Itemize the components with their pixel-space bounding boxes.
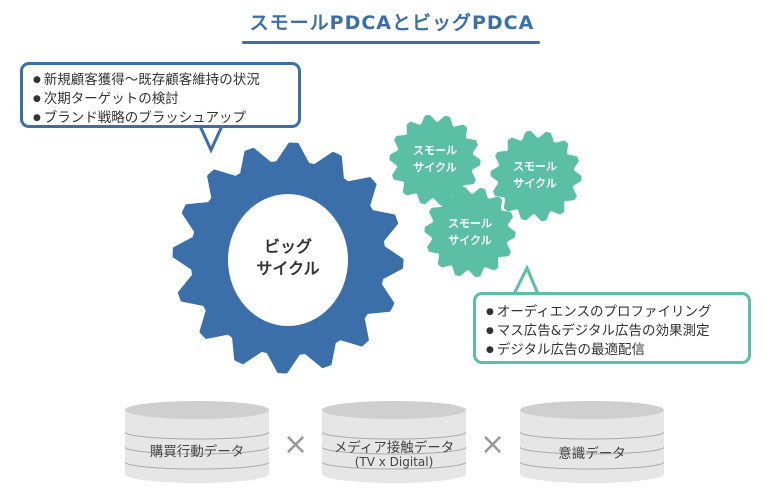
small-gear-label: スモール サイクル xyxy=(430,215,510,249)
big-gear-line1: ビッグ xyxy=(263,237,312,256)
callout-item: ブランド戦略のブラッシュアップ xyxy=(33,109,288,128)
callout-item: デジタル広告の最適配信 xyxy=(486,341,738,360)
small-cycle-callout: オーディエンスのプロファイリング マス広告&デジタル広告の効果測定 デジタル広告… xyxy=(473,292,751,364)
big-gear-hole xyxy=(228,194,348,326)
data-source-label: 意識データ xyxy=(558,446,626,462)
small-gear-icon xyxy=(424,186,516,278)
callout-item: 新規顧客獲得〜既存顧客維持の状況 xyxy=(33,71,288,90)
multiply-icon: × xyxy=(283,427,309,462)
data-source-sublabel: (TV x Digital) xyxy=(354,455,434,469)
database-cylinder: 購買行動データ xyxy=(124,400,270,484)
small-gear-icon xyxy=(389,114,481,206)
multiply-icon: × xyxy=(480,427,506,462)
big-gear-line2: サイクル xyxy=(256,259,320,278)
callout-item: 次期ターゲットの検討 xyxy=(33,90,288,109)
database-cylinder: 意識データ xyxy=(519,400,665,484)
callout-tail xyxy=(511,264,541,296)
small-gear-label: スモール サイクル xyxy=(395,142,475,176)
small-gear-icon xyxy=(490,130,582,222)
callout-item: マス広告&デジタル広告の効果測定 xyxy=(486,322,738,341)
big-cycle-callout: 新規顧客獲得〜既存顧客維持の状況 次期ターゲットの検討 ブランド戦略のブラッシュ… xyxy=(20,62,301,128)
title-underline xyxy=(242,41,540,44)
page-title: スモールPDCAとビッグPDCA xyxy=(249,12,535,34)
callout-item: オーディエンスのプロファイリング xyxy=(486,303,738,322)
small-gear-label: スモール サイクル xyxy=(495,158,575,192)
data-source-label: メディア接触データ xyxy=(333,440,455,456)
callout-tail xyxy=(197,124,225,154)
small-gear-line2: サイクル xyxy=(513,177,557,190)
database-cylinder: メディア接触データ (TV x Digital) xyxy=(321,400,467,484)
small-gear-line1: スモール xyxy=(413,144,457,157)
big-gear-label: ビッグ サイクル xyxy=(238,236,338,280)
small-gear-line1: スモール xyxy=(513,160,557,173)
data-source-label: 購買行動データ xyxy=(149,444,245,460)
small-gear-line2: サイクル xyxy=(448,234,492,247)
small-gear-line2: サイクル xyxy=(413,161,457,174)
small-gear-line1: スモール xyxy=(448,217,492,230)
